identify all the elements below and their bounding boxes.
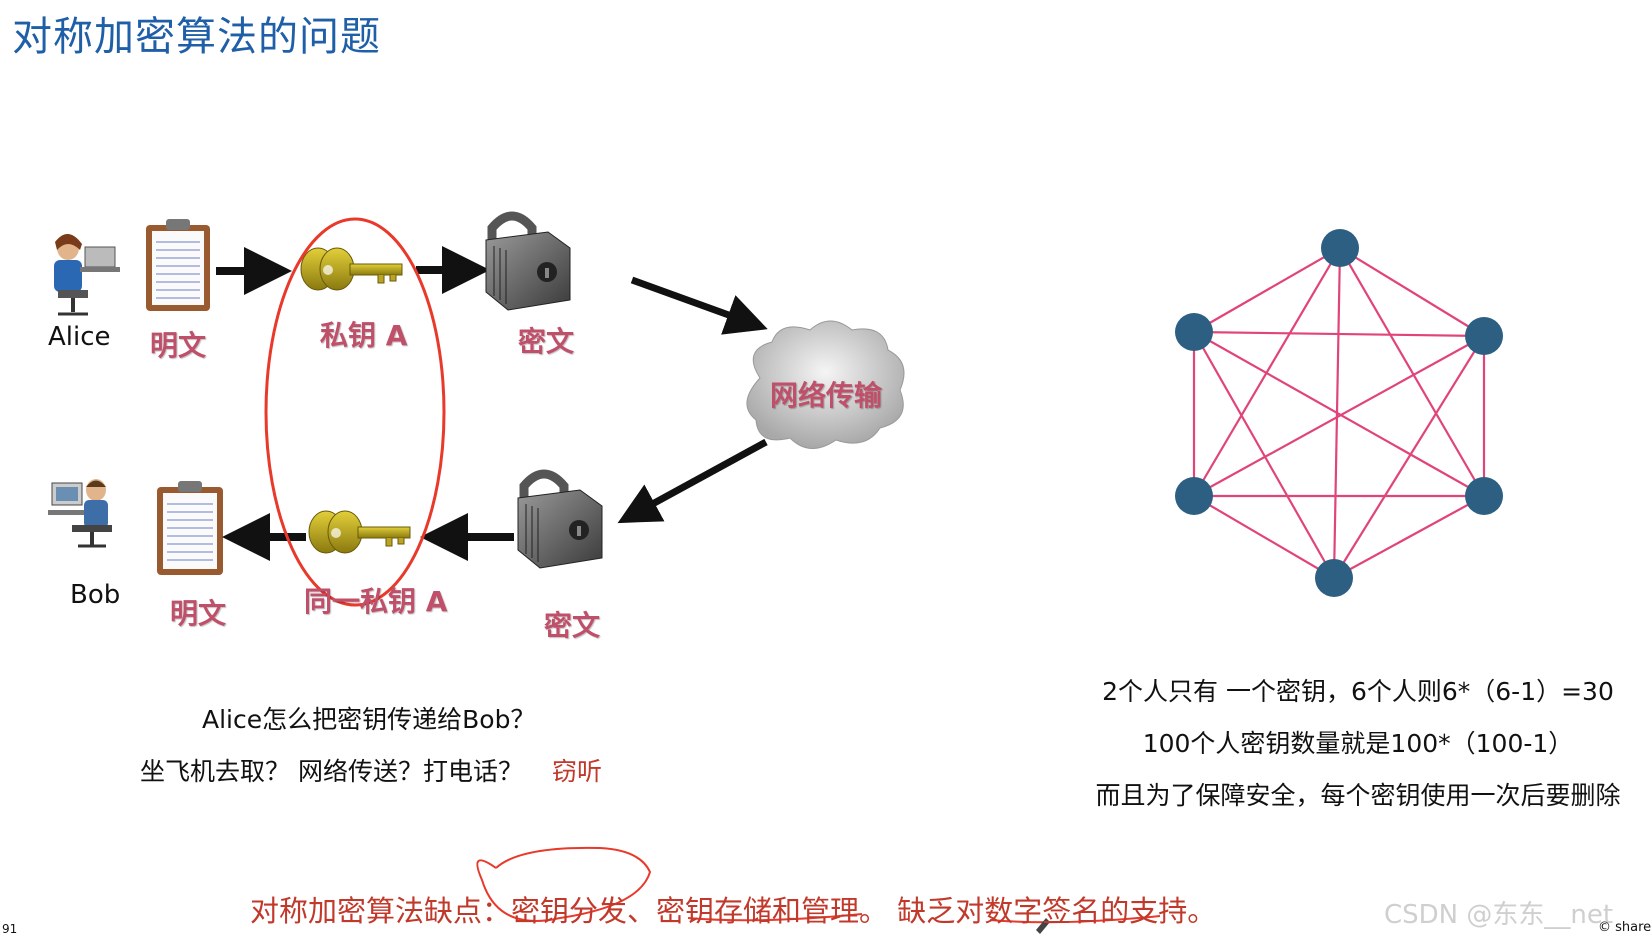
mesh-edge bbox=[1339, 247, 1485, 497]
ciphertext-bottom-label: 密文 bbox=[544, 609, 601, 642]
ciphertext-lock-top-icon bbox=[485, 211, 571, 311]
network-cloud-icon bbox=[746, 320, 905, 449]
mesh-edge bbox=[1193, 331, 1335, 579]
plaintext-clipboard-bottom-icon bbox=[157, 481, 223, 575]
key-count-line-1: 2个人只有 一个密钥，6个人则6*（6-1）=30 bbox=[1102, 677, 1614, 706]
eavesdrop-text: 窃听 bbox=[552, 757, 603, 786]
plaintext-bottom-label: 明文 bbox=[170, 597, 227, 630]
mesh-node bbox=[1175, 313, 1213, 351]
same-private-key-label: 同一私钥 A bbox=[304, 585, 448, 618]
mesh-edge bbox=[1193, 495, 1335, 579]
arrow-ciphertext-to-network bbox=[630, 276, 768, 335]
mesh-edge bbox=[1193, 247, 1341, 497]
mesh-edge bbox=[1333, 335, 1485, 579]
symmetric-drawbacks-note: 对称加密算法缺点：密钥分发、密钥存储和管理。 缺乏对数字签名的支持。 bbox=[250, 894, 1217, 928]
private-key-top-label: 私钥 A bbox=[320, 319, 408, 352]
plaintext-clipboard-top-icon bbox=[146, 219, 210, 311]
mesh-edge bbox=[1193, 331, 1485, 497]
mesh-node bbox=[1465, 477, 1503, 515]
share-label: © share bbox=[1598, 920, 1652, 935]
bob-label: Bob bbox=[70, 580, 121, 610]
plaintext-top-label: 明文 bbox=[150, 329, 207, 362]
key-count-line-2: 100个人密钥数量就是100*（100-1） bbox=[1142, 729, 1574, 758]
mesh-edge bbox=[1339, 247, 1485, 337]
same-key-highlight-ellipse bbox=[264, 217, 446, 607]
key-mesh-graph bbox=[1175, 229, 1503, 597]
mesh-node bbox=[1315, 559, 1353, 597]
private-key-top-icon bbox=[300, 247, 403, 291]
pen-cursor-icon bbox=[1036, 918, 1050, 934]
mesh-edge bbox=[1333, 495, 1485, 579]
ciphertext-top-label: 密文 bbox=[518, 325, 575, 358]
mesh-node bbox=[1321, 229, 1359, 267]
alice-label: Alice bbox=[48, 322, 111, 352]
bob-person-icon bbox=[48, 479, 112, 548]
ciphertext-lock-bottom-icon bbox=[517, 469, 603, 569]
arrow-network-to-ciphertext bbox=[617, 438, 768, 524]
mesh-edge bbox=[1193, 330, 1485, 338]
mesh-edge bbox=[1193, 247, 1341, 333]
page-title: 对称加密算法的问题 bbox=[12, 14, 381, 60]
private-key-bottom-icon bbox=[308, 510, 411, 554]
key-count-line-3: 而且为了保障安全，每个密钥使用一次后要删除 bbox=[1095, 781, 1621, 810]
handwritten-annotation-marks bbox=[476, 846, 1161, 924]
mesh-node bbox=[1175, 477, 1213, 515]
csdn-watermark: CSDN @东东__net bbox=[1384, 900, 1614, 930]
transfer-options-text: 坐飞机去取？ 网络传送？打电话？ bbox=[140, 757, 523, 786]
page-number: 91 bbox=[2, 922, 18, 936]
network-transfer-label: 网络传输 bbox=[770, 379, 883, 412]
mesh-node bbox=[1465, 317, 1503, 355]
key-transfer-question: Alice怎么把密钥传递给Bob？ bbox=[202, 705, 536, 734]
mesh-edge bbox=[1193, 335, 1485, 497]
alice-person-icon bbox=[54, 233, 120, 316]
